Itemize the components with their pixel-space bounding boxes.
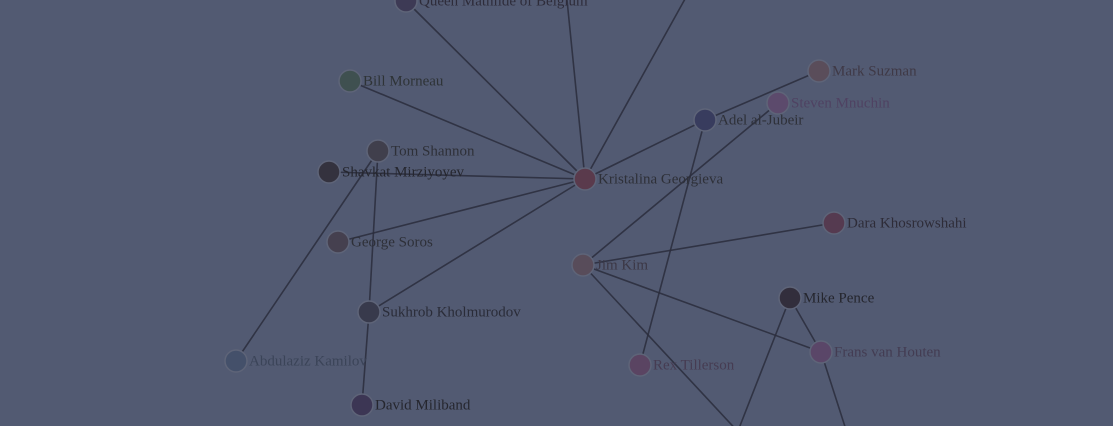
node-label: Bill Morneau <box>363 73 444 89</box>
node-circle[interactable] <box>224 349 248 373</box>
node-label: Kristalina Georgieva <box>598 171 723 187</box>
edge-kristalina-georgieva-offscreen-1 <box>584 0 686 180</box>
edge-george-soros-kristalina-georgieva <box>337 178 586 243</box>
node-label: Queen Mathilde of Belgium <box>419 0 588 9</box>
node-circle[interactable] <box>809 340 833 364</box>
edge-jim-kim-frans-van-houten <box>582 264 822 353</box>
edge-sukhrob-kholmurodov-kristalina-georgieva <box>368 178 586 313</box>
node-label: Tom Shannon <box>391 143 475 159</box>
edge-bill-morneau-kristalina-georgieva <box>349 80 586 180</box>
node-adel-al-jubeir[interactable]: Adel al-Jubeir <box>693 108 803 132</box>
node-rex-tillerson[interactable]: Rex Tillerson <box>628 353 735 377</box>
node-steven-mnuchin[interactable]: Steven Mnuchin <box>766 91 890 115</box>
node-shavkat-mirziyoyev[interactable]: Shavkat Mirziyoyev <box>317 160 465 184</box>
edge-shavkat-mirziyoyev-kristalina-georgieva <box>328 171 586 180</box>
node-label: Rex Tillerson <box>653 357 735 373</box>
edge-tom-shannon-abdulaziz-kamilov <box>235 150 379 362</box>
node-queen-mathilde[interactable]: Queen Mathilde of Belgium <box>394 0 588 13</box>
node-circle[interactable] <box>338 69 362 93</box>
node-dara-khosrowshahi[interactable]: Dara Khosrowshahi <box>822 211 967 235</box>
node-circle[interactable] <box>394 0 418 13</box>
node-label: Jim Kim <box>596 257 648 273</box>
node-sukhrob-kholmurodov[interactable]: Sukhrob Kholmurodov <box>357 300 521 324</box>
node-circle[interactable] <box>766 91 790 115</box>
node-label: Abdulaziz Kamilov <box>249 353 367 369</box>
node-circle[interactable] <box>326 230 350 254</box>
edge-queen-mathilde-kristalina-georgieva <box>405 0 586 180</box>
node-tom-shannon[interactable]: Tom Shannon <box>366 139 475 163</box>
node-david-miliband[interactable]: David Miliband <box>350 393 471 417</box>
edge-sukhrob-kholmurodov-david-miliband <box>361 311 370 406</box>
node-jim-kim[interactable]: Jim Kim <box>571 253 648 277</box>
node-mike-pence[interactable]: Mike Pence <box>778 286 875 310</box>
edge-jim-kim-offscreen-2 <box>582 264 734 426</box>
edge-jim-kim-dara-khosrowshahi <box>582 222 835 266</box>
node-circle[interactable] <box>317 160 341 184</box>
node-circle[interactable] <box>807 59 831 83</box>
node-label: Mark Suzman <box>832 63 917 79</box>
node-label: David Miliband <box>375 397 471 413</box>
edge-adel-al-jubeir-rex-tillerson <box>639 119 706 366</box>
node-circle[interactable] <box>350 393 374 417</box>
node-circle[interactable] <box>573 167 597 191</box>
node-label: Sukhrob Kholmurodov <box>382 304 521 320</box>
node-label: Mike Pence <box>803 290 875 306</box>
node-circle[interactable] <box>693 108 717 132</box>
edge-mike-pence-offscreen-3 <box>739 297 791 426</box>
node-label: Adel al-Jubeir <box>718 112 803 128</box>
edge-kristalina-georgieva-offscreen-0 <box>566 0 586 180</box>
node-kristalina-georgieva[interactable]: Kristalina Georgieva <box>573 167 723 191</box>
edge-steven-mnuchin-jim-kim <box>582 102 779 266</box>
node-label: Steven Mnuchin <box>791 95 890 111</box>
node-label: Dara Khosrowshahi <box>847 215 967 231</box>
node-circle[interactable] <box>778 286 802 310</box>
node-circle[interactable] <box>822 211 846 235</box>
node-frans-van-houten[interactable]: Frans van Houten <box>809 340 941 364</box>
node-circle[interactable] <box>357 300 381 324</box>
node-circle[interactable] <box>628 353 652 377</box>
node-george-soros[interactable]: George Soros <box>326 230 433 254</box>
edge-adel-al-jubeir-mark-suzman <box>704 70 820 121</box>
node-label: Frans van Houten <box>834 344 941 360</box>
node-label: George Soros <box>351 234 433 250</box>
node-circle[interactable] <box>571 253 595 277</box>
edge-frans-van-houten-offscreen-4 <box>820 351 846 426</box>
edge-layer <box>235 0 846 426</box>
edge-tom-shannon-sukhrob-kholmurodov <box>368 150 379 313</box>
node-label: Shavkat Mirziyoyev <box>342 164 465 180</box>
node-mark-suzman[interactable]: Mark Suzman <box>807 59 917 83</box>
node-bill-morneau[interactable]: Bill Morneau <box>338 69 444 93</box>
node-abdulaziz-kamilov[interactable]: Abdulaziz Kamilov <box>224 349 367 373</box>
node-circle[interactable] <box>366 139 390 163</box>
edge-adel-al-jubeir-kristalina-georgieva <box>584 119 706 180</box>
